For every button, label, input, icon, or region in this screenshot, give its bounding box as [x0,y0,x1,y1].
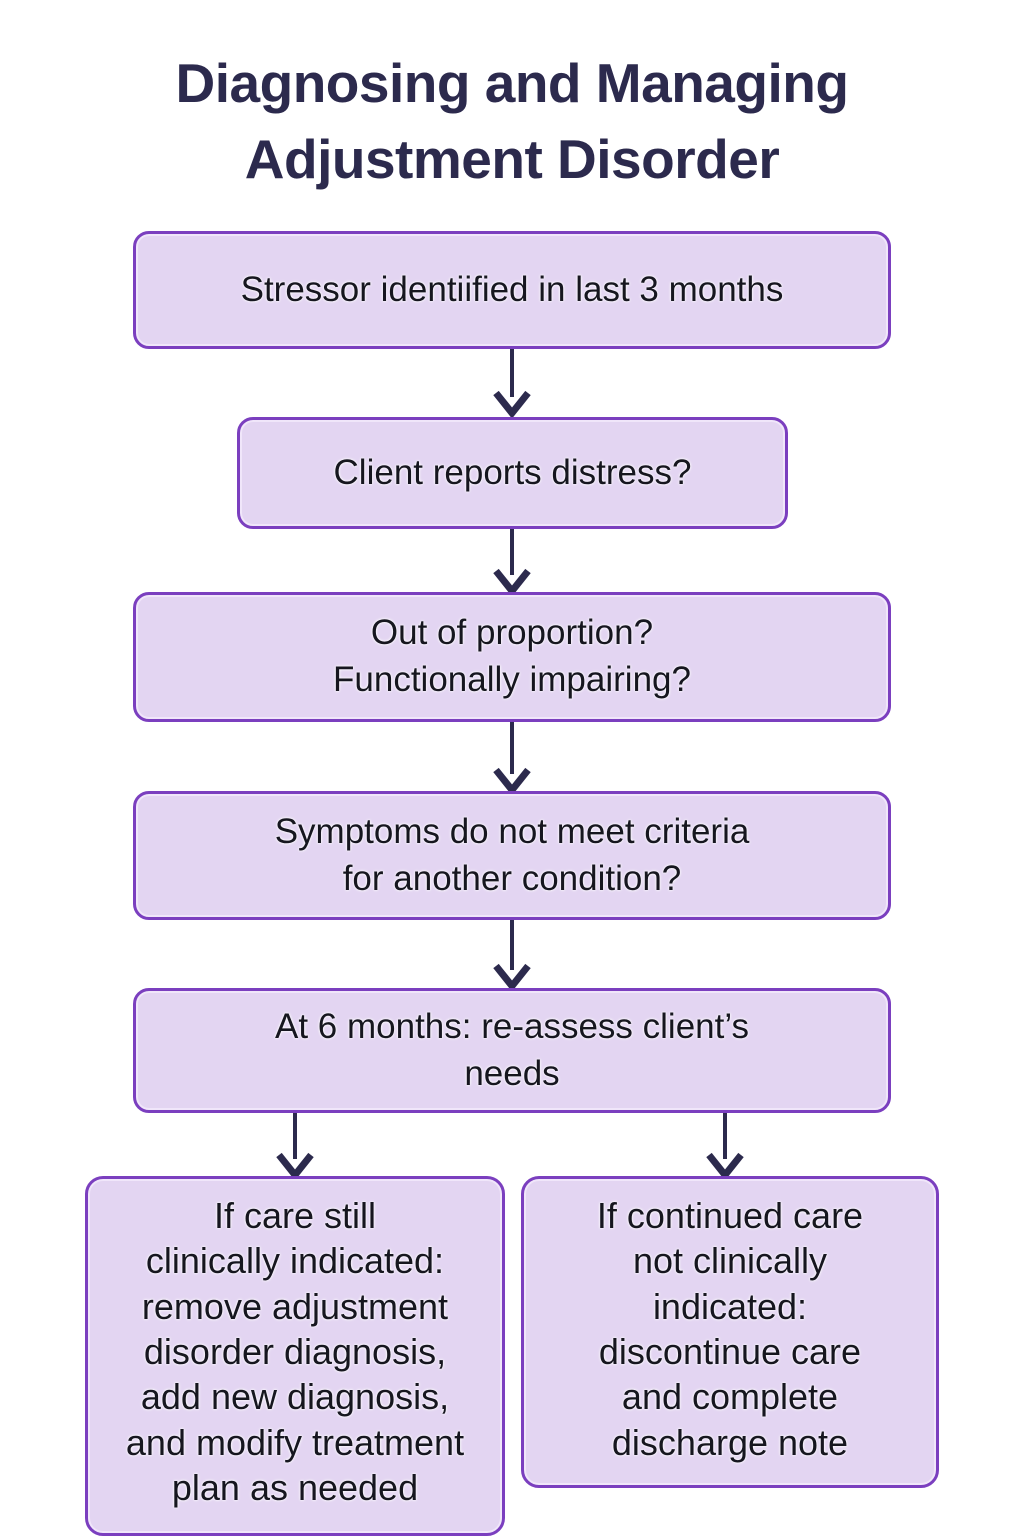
arrow-criteria-to-reassess [491,920,533,990]
arrow-reassess-to-discharge [704,1113,746,1179]
page-title-line-2: Adjustment Disorder [244,127,780,190]
flow-node-reassess-label: At 6 months: re-assess client’s needs [275,1006,749,1093]
flow-node-criteria-label: Symptoms do not meet criteria for anothe… [274,811,750,898]
flow-node-distress[interactable]: Client reports distress? [237,417,788,529]
flow-node-stressor[interactable]: Stressor identiified in last 3 months [133,231,891,349]
arrow-proportion-to-criteria [491,722,533,794]
page-title-line-1: Diagnosing and Managing [175,52,849,114]
flow-node-continue-care-label: If care still clinically indicated: remo… [125,1195,465,1509]
flow-node-stressor-label: Stressor identiified in last 3 months [240,269,784,309]
flow-node-continue-care[interactable]: If care still clinically indicated: remo… [85,1176,505,1536]
arrow-distress-to-proportion [491,529,533,595]
flow-node-distress-label: Client reports distress? [333,452,692,492]
arrow-reassess-to-continue-care [274,1113,316,1179]
flow-node-criteria[interactable]: Symptoms do not meet criteria for anothe… [133,791,891,920]
flow-node-proportion[interactable]: Out of proportion? Functionally impairin… [133,592,891,722]
arrow-stressor-to-distress [491,349,533,417]
flow-node-reassess[interactable]: At 6 months: re-assess client’s needs [133,988,891,1113]
flow-node-discharge[interactable]: If continued care not clinically indicat… [521,1176,939,1488]
page-title: Diagnosing and Managing Adjustment Disor… [0,46,1024,198]
flow-node-proportion-label: Out of proportion? Functionally impairin… [333,613,691,699]
flow-node-discharge-label: If continued care not clinically indicat… [596,1195,864,1463]
